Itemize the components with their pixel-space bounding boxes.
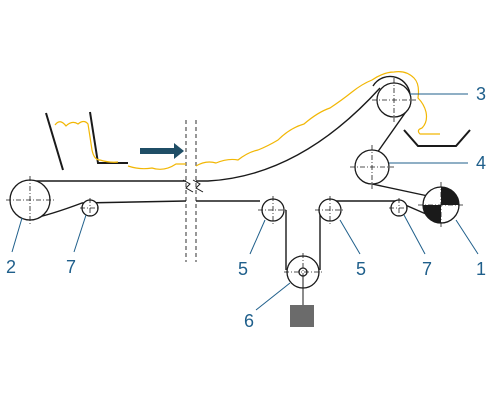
label-1: 1 — [476, 259, 486, 279]
leader-1 — [455, 219, 479, 255]
leader-5b — [339, 219, 361, 255]
leader-6 — [255, 282, 291, 311]
belt-top-run — [30, 87, 381, 182]
material-chute — [54, 120, 119, 163]
leader-7a — [73, 214, 87, 253]
label-5-right: 5 — [356, 259, 366, 279]
label-7-left: 7 — [66, 257, 76, 277]
material-on-belt — [127, 71, 440, 170]
pulley-5-left — [258, 196, 288, 224]
direction-arrow-icon — [140, 143, 184, 159]
label-3: 3 — [476, 84, 486, 104]
pulley-4-snub — [350, 145, 394, 189]
belt-return-right — [334, 200, 427, 215]
label-2: 2 — [6, 257, 16, 277]
pulley-2-tail — [6, 176, 54, 224]
counterweight — [290, 305, 314, 327]
label-7-right: 7 — [422, 259, 432, 279]
belt-return-left — [29, 200, 260, 220]
pulley-7-right — [389, 198, 409, 218]
drive-pulley-checkered-icon — [418, 182, 464, 228]
leader-2 — [11, 217, 23, 253]
discharge-chute — [403, 129, 471, 147]
pulley-7-left — [80, 198, 100, 218]
belt-takeup-loop — [285, 210, 321, 270]
pulley-5-right — [315, 196, 345, 224]
label-5-left: 5 — [238, 259, 248, 279]
loading-chute — [45, 111, 128, 171]
pulley-3-head — [372, 78, 416, 122]
label-4: 4 — [476, 153, 486, 173]
leader-5a — [249, 219, 266, 255]
pulley-6-takeup — [284, 253, 322, 305]
leader-7b — [403, 214, 426, 255]
label-6: 6 — [244, 311, 254, 331]
break-line — [182, 120, 204, 262]
